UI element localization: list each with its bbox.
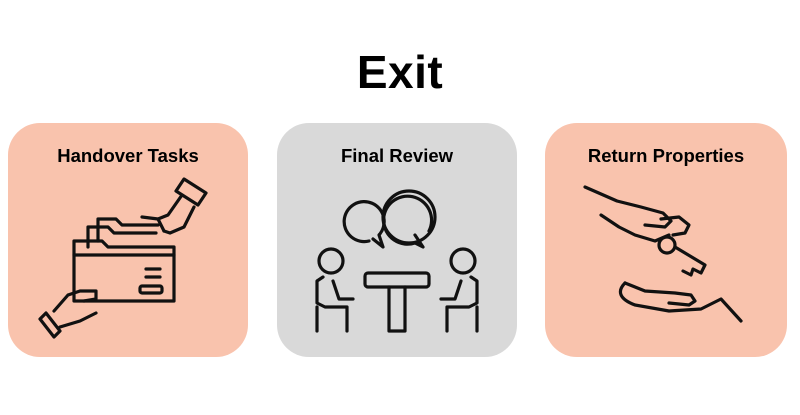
meeting-review-icon [315, 189, 479, 333]
step-card-return-properties: Return Properties [545, 123, 787, 357]
step-label: Final Review [340, 145, 454, 166]
step-card-final-review: Final Review [277, 123, 517, 357]
step-label: Handover Tasks [57, 145, 199, 166]
folder-handover-icon [38, 177, 208, 339]
step-card-handover-tasks: Handover Tasks [8, 123, 248, 357]
step-label: Return Properties [587, 145, 745, 166]
page-title: Exit [356, 46, 444, 98]
key-return-icon [583, 185, 743, 323]
